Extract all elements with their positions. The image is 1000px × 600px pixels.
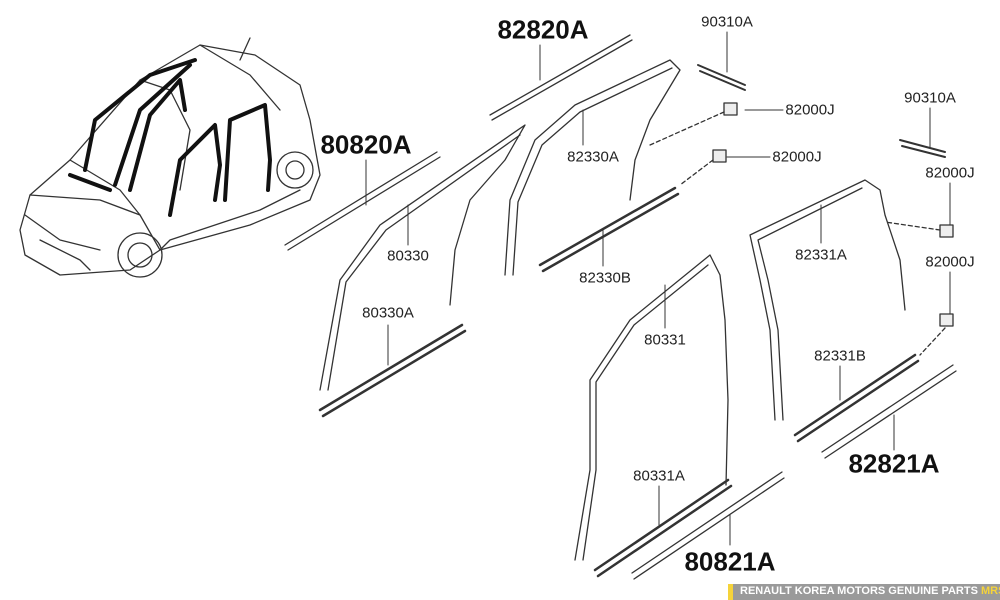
part-82330B-strip	[538, 186, 680, 273]
label-82330B: 82330B	[579, 269, 631, 287]
label-82330A: 82330A	[567, 148, 619, 166]
part-80331-frame	[574, 254, 729, 561]
label-80331A: 80331A	[633, 467, 685, 485]
part-80820A-strip	[284, 151, 441, 251]
clip-82000J-2	[712, 149, 727, 163]
label-82820A: 82820A	[497, 14, 589, 45]
label-82000J: 82000J	[925, 253, 975, 271]
label-80330: 80330	[387, 247, 429, 265]
part-82331B-strip	[793, 353, 920, 443]
part-80821A-strip	[631, 471, 785, 580]
label-80331: 80331	[644, 331, 686, 349]
label-90310A: 90310A	[701, 13, 753, 31]
label-90310A: 90310A	[904, 89, 956, 107]
footer-brand: MRSZONE	[981, 585, 1000, 597]
part-80330-frame	[319, 124, 526, 391]
part-80330A-strip	[318, 323, 467, 418]
part-90310A-1	[697, 64, 746, 91]
label-80820A: 80820A	[320, 129, 412, 160]
label-80821A: 80821A	[684, 546, 776, 577]
part-82820A-strip	[489, 34, 633, 121]
label-82331B: 82331B	[814, 347, 866, 365]
car-illustration	[19, 37, 321, 278]
footer-stripe	[728, 584, 733, 600]
footer-text: RENAULT KOREA MOTORS GENUINE PARTS MRSZO…	[740, 585, 1000, 597]
part-80331A-strip	[593, 478, 733, 578]
label-82000J: 82000J	[925, 164, 975, 182]
label-80330A: 80330A	[362, 304, 414, 322]
part-90310A-2	[899, 139, 946, 158]
clip-82000J-4	[939, 313, 954, 327]
part-82330A-frame	[504, 59, 681, 276]
dashed-arrows	[649, 111, 946, 356]
footer-caption: RENAULT KOREA MOTORS GENUINE PARTS	[740, 585, 978, 597]
footer-banner: RENAULT KOREA MOTORS GENUINE PARTS MRSZO…	[728, 584, 1000, 600]
label-82821A: 82821A	[848, 448, 940, 479]
clip-82000J-1	[723, 102, 738, 116]
label-82331A: 82331A	[795, 246, 847, 264]
label-82000J: 82000J	[785, 101, 835, 119]
leader-lines	[365, 31, 951, 546]
label-82000J: 82000J	[772, 148, 822, 166]
part-82821A-strip	[821, 364, 957, 459]
part-82331A-frame	[749, 179, 906, 421]
clip-82000J-3	[939, 224, 954, 238]
